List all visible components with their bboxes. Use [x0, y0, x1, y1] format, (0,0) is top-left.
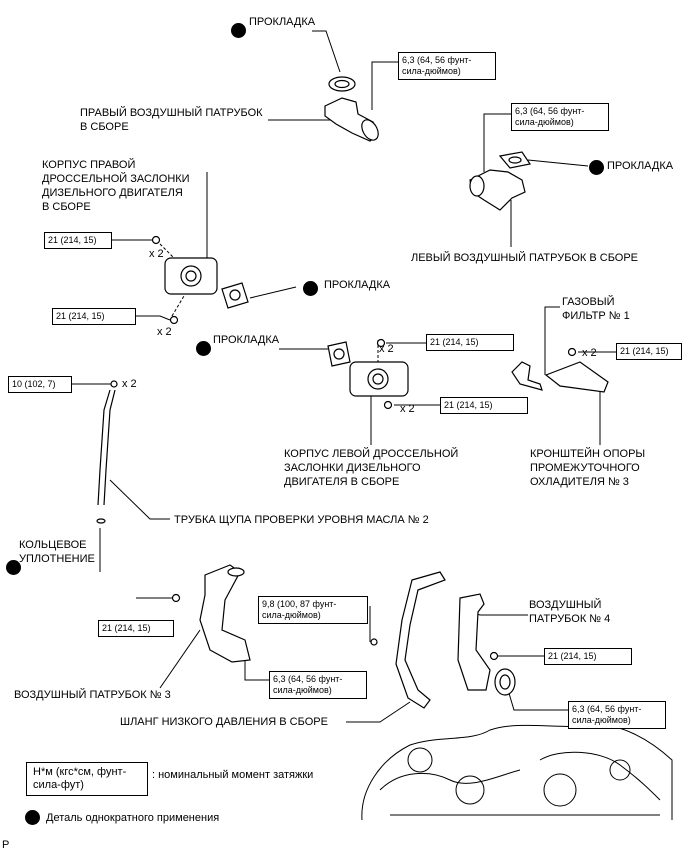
torque-spec-box: 21 (214, 15): [52, 308, 136, 325]
legend-torque-description: : номинальный момент затяжки: [152, 769, 314, 781]
torque-spec-box: 21 (214, 15): [98, 620, 174, 637]
single-use-marker-icon: [589, 160, 604, 175]
label-dipstick-tube: ТРУБКА ЩУПА ПРОВЕРКИ УРОВНЯ МАСЛА № 2: [174, 514, 429, 526]
quantity-label: x 2: [379, 343, 394, 355]
quantity-label: x 2: [149, 248, 164, 260]
torque-spec-box: 21 (214, 15): [616, 343, 682, 360]
single-use-marker-icon: [231, 23, 246, 38]
label-right-throttle-body: КОРПУС ПРАВОЙ ДРОССЕЛЬНОЙ ЗАСЛОНКИ ДИЗЕЛ…: [42, 159, 190, 213]
single-use-marker-icon: [6, 560, 21, 575]
engine-block: [361, 724, 673, 821]
torque-spec-box: 10 (102, 7): [8, 376, 72, 393]
torque-spec-box: 6,3 (64, 56 фунт- сила-дюймов): [398, 52, 496, 80]
leader-pipe4-clamp: [507, 689, 568, 711]
leader-gasket-rside: [249, 286, 297, 299]
torque-spec-box: 21 (214, 15): [440, 397, 528, 414]
leader-gasket-mid: [527, 159, 589, 167]
single-use-marker-icon: [196, 341, 211, 356]
leader-gas-filter: [544, 306, 560, 375]
leader-dipstick-tube: [109, 479, 170, 520]
leader-rtb-lower: [136, 315, 171, 321]
label-gasket-mid: ПРОКЛАДКА: [607, 160, 674, 172]
legend-single-use: Деталь однократного применения: [46, 812, 220, 824]
leader-rtb-lower-dash: [171, 295, 185, 317]
label-o-ring: КОЛЬЦЕВОЕ УПЛОТНЕНИЕ: [19, 539, 95, 565]
torque-spec-box: 9,8 (100, 87 фунт- сила-дюймов): [258, 596, 368, 624]
label-air-pipe-3: ВОЗДУШНЫЙ ПАТРУБОК № 3: [14, 689, 171, 701]
part-drawings: [96, 76, 609, 709]
label-right-intake-pipe: ПРАВЫЙ ВОЗДУШНЫЙ ПАТРУБОК В СБОРЕ: [80, 107, 263, 133]
quantity-label: x 2: [400, 403, 415, 415]
torque-spec-box: 6,3 (64, 56 фунт- сила-дюймов): [269, 671, 367, 699]
leader-pipe3: [159, 629, 201, 689]
leader-gasket-top: [312, 30, 341, 73]
torque-spec-box: 21 (214, 15): [544, 648, 632, 665]
leader-hose: [346, 701, 411, 723]
torque-spec-box: 21 (214, 15): [44, 232, 112, 249]
quantity-label: x 2: [157, 326, 172, 338]
torque-spec-box: 21 (214, 15): [426, 334, 514, 351]
legend-torque-units: Н*м (кгс*см, фунт- сила-фут): [26, 762, 148, 796]
label-gas-filter: ГАЗОВЫЙ ФИЛЬТР № 1: [562, 296, 630, 322]
label-gasket-top: ПРОКЛАДКА: [249, 16, 316, 28]
quantity-label: x 2: [122, 378, 137, 390]
torque-spec-box: 6,3 (64, 56 фунт- сила-дюймов): [511, 103, 609, 131]
quantity-label: x 2: [582, 347, 597, 359]
label-air-pipe-4: ВОЗДУШНЫЙ ПАТРУБОК № 4: [529, 599, 611, 625]
label-left-intake-pipe: ЛЕВЫЙ ВОЗДУШНЫЙ ПАТРУБОК В СБОРЕ: [411, 252, 639, 264]
label-gasket-right-side: ПРОКЛАДКА: [324, 279, 391, 291]
corner-mark: P: [2, 839, 10, 851]
torque-spec-box: 6,3 (64, 56 фунт- сила-дюймов): [568, 701, 666, 729]
single-use-marker-icon: [25, 810, 40, 825]
label-left-throttle-body: КОРПУС ЛЕВОЙ ДРОССЕЛЬНОЙ ЗАСЛОНКИ ДИЗЕЛЬ…: [284, 448, 459, 488]
label-low-pressure-hose: ШЛАНГ НИЗКОГО ДАВЛЕНИЯ В СБОРЕ: [120, 716, 328, 728]
label-intercooler-bracket: КРОНШТЕЙН ОПОРЫ ПРОМЕЖУТОЧНОГО ОХЛАДИТЕЛ…: [530, 448, 646, 488]
label-gasket-left-throttle: ПРОКЛАДКА: [213, 334, 280, 346]
leader-torque-top: [371, 61, 398, 110]
single-use-marker-icon: [303, 281, 318, 296]
leader-torque-left-pipe: [483, 113, 512, 172]
leader-pipe4: [469, 611, 528, 616]
